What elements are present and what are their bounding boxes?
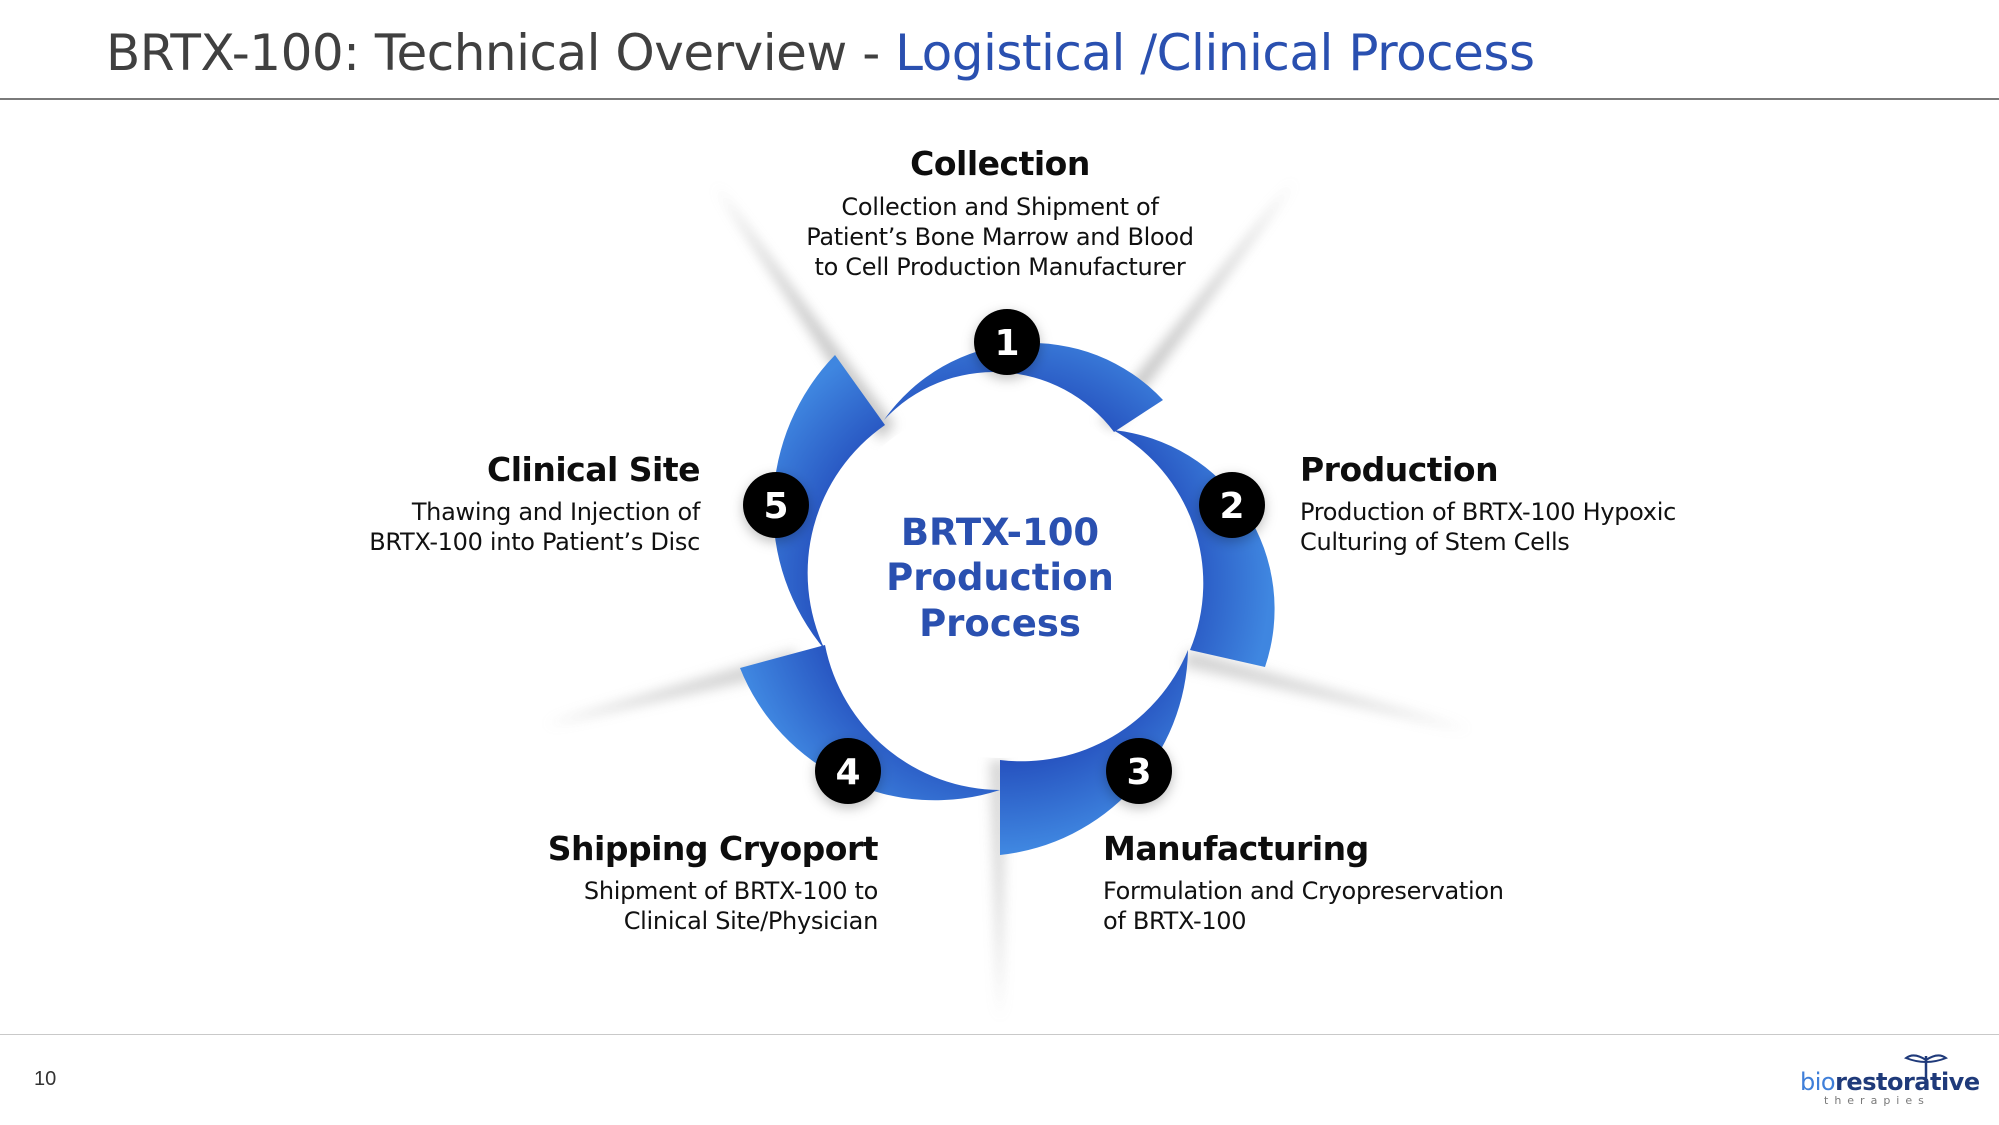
footer-divider [0,1034,1999,1035]
step-1-desc-line: Collection and Shipment of [841,193,1159,221]
dragonfly-icon [1904,1054,1948,1078]
step-4-desc-line: Clinical Site/Physician [623,907,879,935]
step-2-desc-line: Culturing of Stem Cells [1300,528,1570,556]
step-3-title: Manufacturing [1103,829,1369,868]
company-logo: biorestorative therapies [1800,1052,1980,1112]
step-2-desc-line: Production of BRTX-100 Hypoxic [1300,498,1676,526]
logo-tagline: therapies [1824,1094,1930,1107]
badge-4-number: 4 [835,752,860,793]
step-1-description: Collection and Shipment of Patient’s Bon… [750,192,1250,282]
segment-shipping [740,645,1000,801]
badge-2-number: 2 [1219,486,1244,527]
badge-1: 1 [974,309,1040,375]
badge-3: 3 [1106,738,1172,804]
badge-5-number: 5 [763,486,788,527]
segment-manufacturing [1000,650,1188,855]
page-title: BRTX-100: Technical Overview - Logistica… [106,24,1535,82]
badge-1-number: 1 [994,323,1019,364]
center-circle [822,402,1178,758]
badge-4: 4 [815,738,881,804]
step-3-desc-line: of BRTX-100 [1103,907,1247,935]
center-label-line3: Process [919,602,1081,645]
logo-main: restorative [1835,1068,1980,1096]
step-2-title: Production [1300,450,1499,489]
step-5-description: Thawing and Injection of BRTX-100 into P… [300,497,700,557]
logo-wordmark: biorestorative [1800,1068,1980,1096]
header-divider [0,98,1999,100]
center-label-line2: Production [886,556,1114,599]
badge-2: 2 [1199,472,1265,538]
step-4-title: Shipping Cryoport [547,829,879,868]
page-number: 10 [34,1068,57,1090]
step-4-desc-line: Shipment of BRTX-100 to [583,877,878,905]
badge-3-number: 3 [1126,752,1151,793]
segment-production [1113,430,1275,667]
step-4-description: Shipment of BRTX-100 to Clinical Site/Ph… [478,876,878,936]
step-3-description: Formulation and Cryopreservation of BRTX… [1103,876,1504,936]
center-label: BRTX-100 Production Process [886,511,1114,645]
title-accent: Logistical /Clinical Process [895,24,1535,82]
step-1-title: Collection [910,144,1090,183]
center-label-line1: BRTX-100 [901,511,1099,554]
segment-clinical [773,355,885,650]
badge-5: 5 [743,472,809,538]
step-5-desc-line: BRTX-100 into Patient’s Disc [369,528,700,556]
step-3-desc-line: Formulation and Cryopreservation [1103,877,1504,905]
step-1-desc-line: Patient’s Bone Marrow and Blood [806,223,1194,251]
step-2-description: Production of BRTX-100 Hypoxic Culturing… [1300,497,1676,557]
step-5-desc-line: Thawing and Injection of [411,498,700,526]
logo-bio: bio [1800,1068,1836,1096]
title-prefix: BRTX-100: Technical Overview - [106,24,896,82]
step-5-title: Clinical Site [486,450,701,489]
step-1-desc-line: to Cell Production Manufacturer [814,253,1186,281]
segment-collection [884,343,1163,432]
